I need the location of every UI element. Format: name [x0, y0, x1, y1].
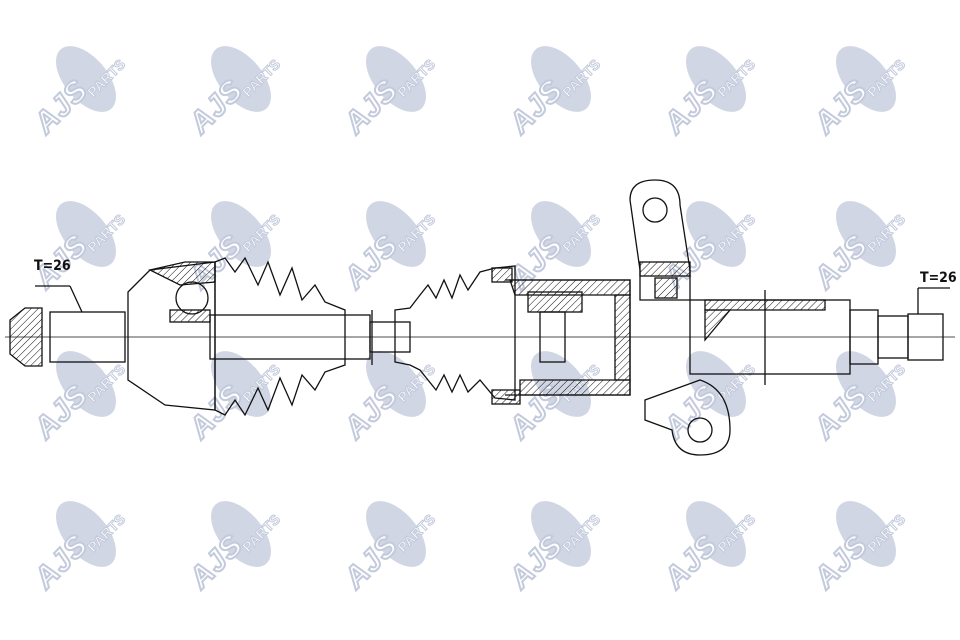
outer-boot [214, 256, 346, 417]
shaft [209, 310, 411, 365]
left-spline-end [9, 285, 126, 367]
intermediate-bearing-bracket [629, 179, 731, 456]
outer-cv-joint [127, 261, 216, 411]
right-shaft [689, 287, 950, 385]
left-spline-count-label: T=26 [34, 258, 71, 274]
inner-boot [394, 265, 521, 405]
right-spline-count-label: T=26 [920, 270, 957, 286]
inner-tripod-joint [505, 279, 631, 396]
